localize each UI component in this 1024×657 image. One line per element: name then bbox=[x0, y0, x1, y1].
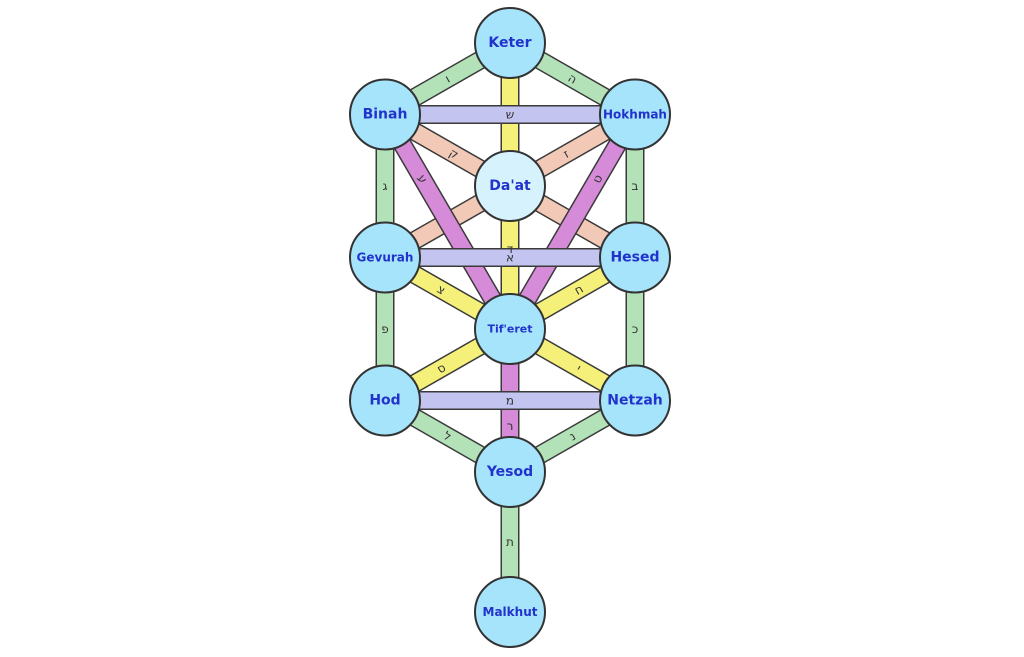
sefira-label: Da'at bbox=[489, 178, 531, 194]
sefira-label: Yesod bbox=[486, 464, 533, 480]
sefira-circle bbox=[474, 436, 546, 508]
path-binah-tiferet bbox=[376, 109, 519, 334]
sefira-circle bbox=[349, 364, 421, 437]
path-letter: ו bbox=[443, 72, 453, 86]
sefira-label: Hokhmah bbox=[603, 108, 667, 122]
sefira-tiferet: Tif'eret bbox=[474, 293, 546, 365]
sefira-circle bbox=[474, 576, 546, 648]
sefira-circle bbox=[349, 78, 421, 151]
sefira-label: Hesed bbox=[610, 250, 659, 266]
path-letter: ר bbox=[507, 419, 514, 433]
sefira-label: Tif'eret bbox=[487, 323, 532, 336]
sefira-circle bbox=[349, 221, 421, 294]
sefira-circle bbox=[599, 364, 671, 437]
sefira-circle bbox=[474, 150, 546, 222]
path-hokhmah-tiferet bbox=[501, 109, 644, 334]
sefira-binah: Binah bbox=[349, 78, 421, 151]
path-letter: מ bbox=[506, 394, 514, 408]
sefira-label: Hod bbox=[369, 393, 400, 409]
path-letter: נ bbox=[567, 429, 578, 444]
path-letter: ש bbox=[506, 108, 515, 122]
sefira-gevurah: Gevurah bbox=[349, 221, 421, 294]
sefira-hokhmah: Hokhmah bbox=[599, 78, 671, 151]
path-letter: א bbox=[506, 251, 514, 265]
sefira-hesed: Hesed bbox=[599, 221, 671, 294]
sefira-circle bbox=[474, 7, 546, 79]
sefira-circle bbox=[599, 78, 671, 151]
path-letter: ב bbox=[632, 179, 639, 193]
sefira-netzah: Netzah bbox=[599, 364, 671, 437]
path-letter: ג bbox=[383, 179, 388, 193]
sefira-yesod: Yesod bbox=[474, 436, 546, 508]
sefira-label: Keter bbox=[488, 35, 531, 51]
sefira-circle bbox=[599, 221, 671, 294]
sefira-label: Malkhut bbox=[483, 605, 538, 619]
sefira-malkhut: Malkhut bbox=[474, 576, 546, 648]
sefira-daat: Da'at bbox=[474, 150, 546, 222]
sefira-label: Gevurah bbox=[357, 251, 414, 265]
path-letter: ת bbox=[506, 535, 514, 549]
path-letter: ז bbox=[561, 147, 572, 161]
path-letter: כ bbox=[632, 322, 638, 336]
path-fill bbox=[378, 110, 517, 334]
sefira-circle bbox=[474, 293, 546, 365]
path-letter: פ bbox=[381, 322, 389, 336]
sefira-label: Netzah bbox=[607, 393, 662, 409]
path-fill bbox=[503, 110, 642, 334]
path-letter: ד bbox=[507, 242, 514, 256]
sefira-label: Binah bbox=[363, 107, 408, 123]
sefira-keter: Keter bbox=[474, 7, 546, 79]
path-letter: י bbox=[574, 362, 583, 375]
sefira-hod: Hod bbox=[349, 364, 421, 437]
